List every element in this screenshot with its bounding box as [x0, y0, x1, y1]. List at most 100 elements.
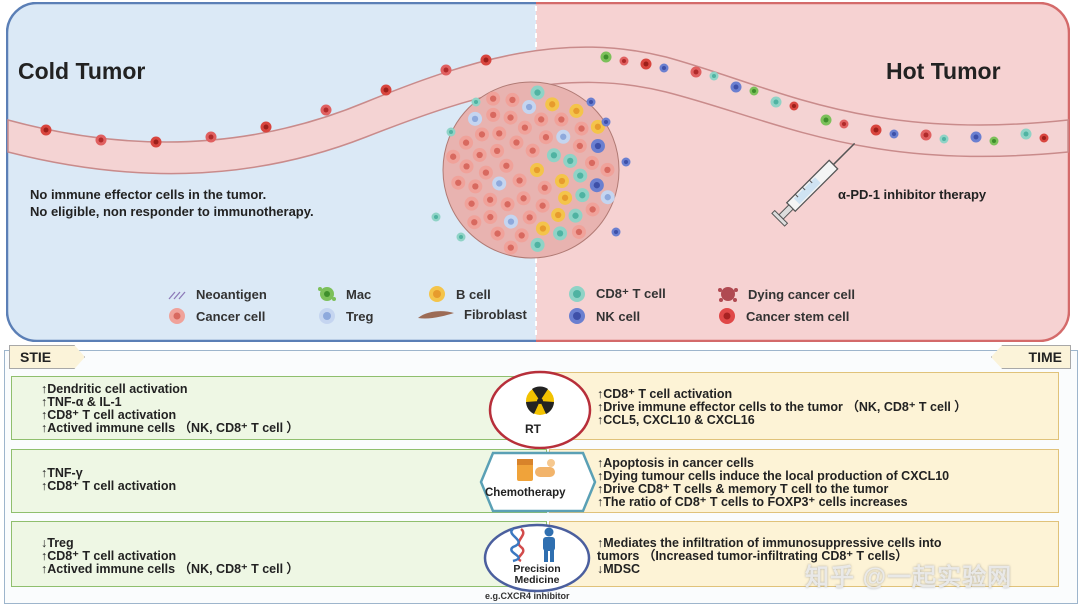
chemo-time-effects: ↑Apoptosis in cancer cells ↑Dying tumour…: [597, 457, 949, 509]
chemotherapy-label: Chemotherapy: [485, 487, 566, 499]
precision-time-effects: ↑Mediates the infiltration of immunosupp…: [597, 537, 942, 576]
legend-b-cell: B cell: [426, 285, 491, 303]
cancer-cell: [486, 107, 501, 122]
cancer-cell: [574, 121, 589, 136]
cancer-cell-icon: [169, 308, 185, 324]
cancer-cell: [516, 191, 531, 206]
b-cell: [535, 221, 550, 236]
cancer-cell: [490, 226, 505, 241]
radiation-icon: [526, 386, 554, 415]
cancer-cell: [572, 138, 587, 153]
syringe-icon: [771, 142, 856, 227]
red-blood-cell: [320, 104, 332, 116]
mac-icon: [318, 287, 336, 301]
nk-cell: [586, 97, 596, 107]
legend-cancer-stem-cell: Cancer stem cell: [716, 307, 849, 325]
hot-tumor-note: α-PD-1 inhibitor therapy: [838, 187, 987, 202]
nk-cell: [730, 81, 742, 93]
nk-cell-icon: [569, 308, 585, 324]
red-blood-cell: [640, 58, 652, 70]
legend-label: Dying cancer cell: [748, 286, 855, 302]
red-blood-cell: [440, 64, 452, 76]
cancer-cell: [472, 147, 487, 162]
precision-medicine-label: Precision Medicine: [505, 564, 569, 586]
cd8-t-cell: [546, 148, 561, 163]
nk-cell: [601, 117, 611, 127]
cd8-t-cell: [530, 85, 545, 100]
effect-line: ↑Drive immune effector cells to the tumo…: [597, 400, 967, 414]
dna-person-icon: [510, 527, 555, 563]
red-blood-cell: [870, 124, 882, 136]
effect-line: ↑CD8⁺ T cell activation: [41, 549, 177, 563]
cancer-cell: [446, 149, 461, 164]
red-blood-cell: [150, 136, 162, 148]
cancer-stem-cell-icon: [719, 308, 735, 324]
cancer-cell: [537, 180, 552, 195]
cd8-t-cell: [471, 97, 481, 107]
cold-tumor-note: No immune effector cells in the tumor. N…: [30, 186, 314, 220]
cancer-cell: [483, 210, 498, 225]
rt-label: RT: [525, 422, 541, 436]
precision-medicine-badge: [483, 523, 591, 593]
treg-icon: [319, 308, 335, 324]
pill-icon: [517, 459, 555, 481]
effect-line: ↑Drive CD8⁺ T cells & memory T cell to t…: [597, 482, 889, 496]
cancer-cell: [517, 120, 532, 135]
cd8-t-cell: [456, 232, 466, 242]
cold-note-line: No immune effector cells in the tumor.: [30, 187, 267, 202]
cancer-cell: [499, 158, 514, 173]
legend-label: Cancer stem cell: [746, 308, 850, 324]
precision-stie-box: [11, 521, 547, 587]
tumor-illustration: [6, 2, 1070, 342]
legend-neoantigen: Neoantigen: [166, 287, 267, 302]
red-blood-cell: [95, 134, 107, 146]
cancer-cell: [474, 127, 489, 142]
cancer-cell: [509, 135, 524, 150]
effect-line: ↑Dendritic cell activation: [41, 382, 188, 396]
cancer-cell: [464, 196, 479, 211]
effect-line: ↑Dying tumour cells induce the local pro…: [597, 469, 950, 483]
cancer-cell: [505, 92, 520, 107]
cd8-t-cell: [573, 168, 588, 183]
b-cell: [558, 190, 573, 205]
effect-line: ↑CD8⁺ T cell activation: [597, 387, 733, 401]
legend-label: Cancer cell: [196, 308, 266, 324]
cancer-cell: [459, 135, 474, 150]
nk-cell: [970, 131, 982, 143]
rt-badge: [488, 370, 592, 450]
nk-cell: [589, 178, 604, 193]
dying-cancer-cell-icon: [718, 287, 738, 302]
red-blood-cell: [690, 66, 702, 78]
red-blood-cell: [480, 54, 492, 66]
cancer-cell: [478, 165, 493, 180]
effect-line: ↑Actived immune cells （NK, CD8⁺ T cell ）: [41, 421, 300, 435]
b-cell: [530, 163, 544, 177]
legend-label: B cell: [456, 286, 491, 302]
cd8-t-cell: [431, 212, 441, 222]
legend-dying-cancer-cell: Dying cancer cell: [716, 285, 855, 303]
effect-line: ↑CD8⁺ T cell activation: [41, 479, 177, 493]
cd8-t-cell: [1020, 128, 1032, 140]
macrophage: [820, 114, 832, 126]
nk-cell: [659, 63, 669, 73]
cancer-cell: [535, 198, 550, 213]
red-blood-cell: [789, 101, 799, 111]
cd8-t-cell: [939, 134, 949, 144]
effect-line: ↓MDSC: [597, 562, 641, 576]
treg: [492, 176, 507, 191]
legend-cd8-t-cell: CD8⁺ T cell: [566, 285, 666, 303]
stie-label: STIE: [20, 349, 52, 365]
legend-label: NK cell: [596, 308, 641, 324]
time-label: TIME: [1028, 349, 1062, 365]
cancer-cell: [492, 126, 507, 141]
cancer-cell: [514, 228, 529, 243]
cancer-cell: [467, 215, 482, 230]
cd8-t-cell: [709, 71, 719, 81]
nk-cell: [590, 138, 605, 153]
b-cell: [590, 119, 605, 134]
cd8-t-cell: [563, 153, 578, 168]
cancer-cell: [600, 162, 615, 177]
legend-label: Fibroblast: [464, 307, 527, 322]
b-cell: [545, 97, 560, 112]
nk-cell: [889, 129, 899, 139]
